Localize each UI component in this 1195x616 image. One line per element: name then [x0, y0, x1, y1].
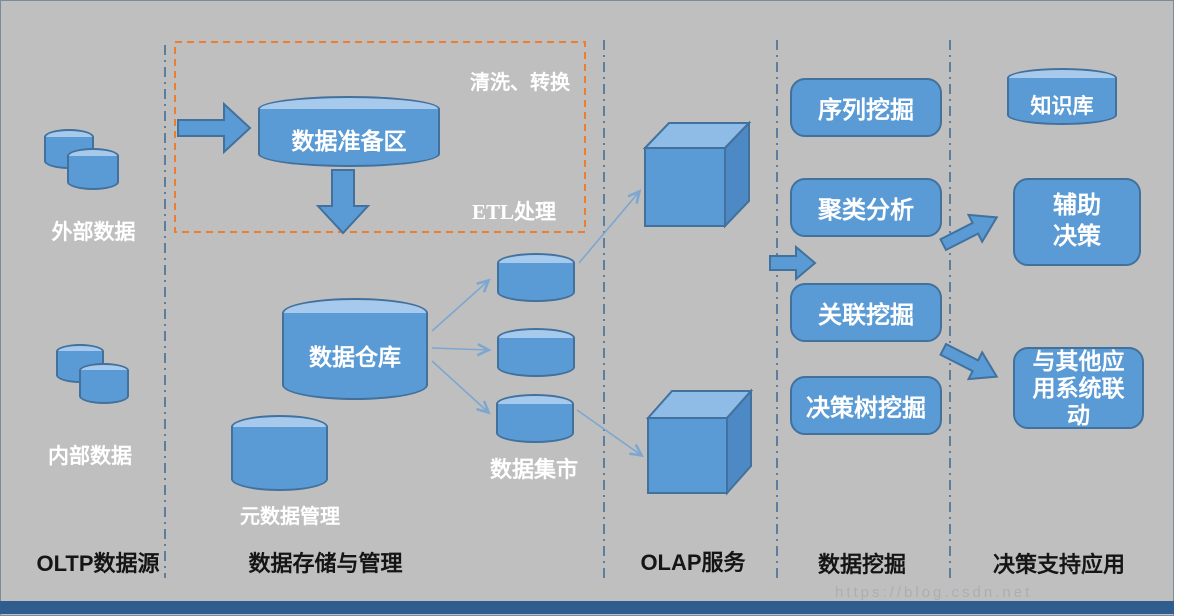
- olap-cube-top: [642, 120, 752, 229]
- data-warehouse-label: 数据仓库: [309, 345, 401, 370]
- mining-box-sequence: 序列挖掘: [790, 78, 942, 137]
- connector-mart3-cube2: [576, 409, 641, 455]
- mining-box-association: 关联挖掘: [790, 283, 942, 342]
- cylinder-body: [282, 313, 428, 400]
- external-data-label: 外部数据: [51, 220, 136, 244]
- connector-warehouse-mart3: [431, 360, 488, 412]
- cylinder-body: [497, 338, 575, 377]
- cylinder-body: [67, 156, 119, 190]
- data-mart-cylinder-3: [496, 394, 574, 443]
- staging-area-label: 数据准备区: [291, 129, 407, 154]
- bottom-bar: [0, 601, 1174, 614]
- cylinder-body: [79, 370, 129, 404]
- olap-cube-bottom: [645, 388, 754, 496]
- arrow-into-staging: [177, 101, 252, 155]
- arrow-staging-down: [315, 169, 371, 235]
- connector-warehouse-mart1: [431, 281, 488, 332]
- zone-label-olap: OLAP服务: [640, 550, 746, 575]
- cylinder-body: [1007, 78, 1117, 125]
- zone-label-oltp: OLTP数据源: [36, 551, 160, 576]
- cylinder-body: [258, 109, 440, 167]
- arrow-olap-to-mining: [769, 244, 817, 282]
- cylinder-body: [497, 263, 575, 302]
- cylinder-body: [231, 427, 328, 491]
- staging-area-cylinder: 数据准备区: [258, 96, 440, 167]
- mining-box-decision-tree: 决策树挖掘: [790, 376, 942, 435]
- external-data-cylinder-front: [67, 148, 119, 190]
- connector-warehouse-mart2: [431, 348, 488, 350]
- data-mart-cylinder-2: [497, 328, 575, 377]
- zone-label-decision: 决策支持应用: [992, 552, 1125, 577]
- internal-data-label: 内部数据: [48, 444, 132, 468]
- zone-label-mining: 数据挖掘: [817, 552, 906, 577]
- etl-process-label: ETL处理: [471, 200, 557, 224]
- metadata-cylinder: [231, 415, 328, 491]
- zone-label-storage: 数据存储与管理: [248, 551, 403, 576]
- data-mart-cylinder-1: [497, 253, 575, 302]
- data-warehouse-cylinder: 数据仓库: [282, 298, 428, 400]
- knowledge-base-label: 知识库: [1030, 94, 1094, 118]
- connector-mart1-cube1: [578, 192, 639, 264]
- mining-box-cluster: 聚类分析: [790, 178, 942, 237]
- etl-frame: [174, 41, 586, 233]
- arrow-mining-to-assist: [939, 213, 999, 252]
- data-mart-label: 数据集市: [489, 457, 578, 482]
- arrow-mining-to-other: [939, 342, 999, 381]
- watermark-text: https://blog.csdn.net: [835, 584, 1033, 601]
- cylinder-body: [496, 404, 574, 443]
- cube2-front-face: [647, 417, 728, 494]
- internal-data-cylinder-front: [79, 363, 129, 404]
- assist-decision-box: 辅助 决策: [1013, 178, 1141, 266]
- cube1-front-face: [644, 147, 726, 227]
- knowledge-base-cylinder: 知识库: [1007, 68, 1117, 125]
- clean-transform-label: 清洗、转换: [470, 72, 570, 94]
- metadata-label: 元数据管理: [240, 506, 340, 528]
- other-systems-box: 与其他应用系统联动: [1013, 347, 1144, 429]
